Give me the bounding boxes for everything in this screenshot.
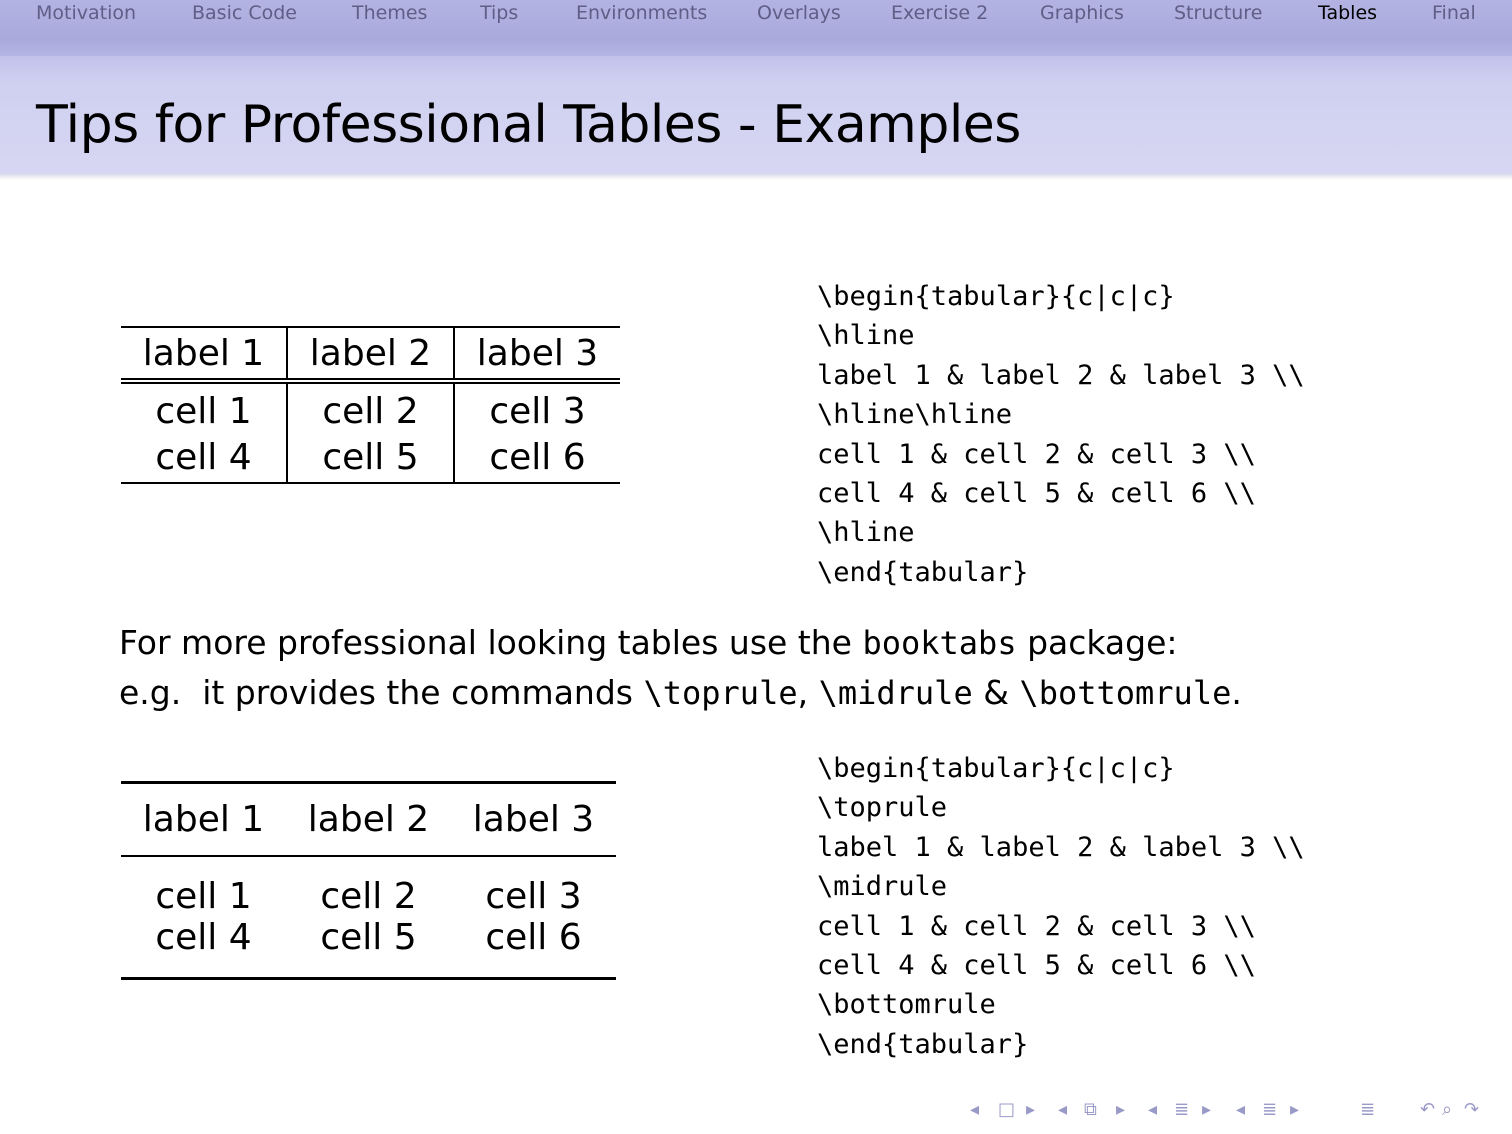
description-text: For more professional looking tables use… [119, 623, 863, 662]
booktabs-table-example: label 1 label 2 label 3 cell 1 cell 2 ce… [121, 781, 616, 980]
table-cell: cell 2 [287, 378, 455, 432]
table-cell: cell 4 [121, 917, 286, 980]
nav-item-graphics[interactable]: Graphics [1040, 2, 1124, 24]
booktabs-description: For more professional looking tables use… [119, 618, 1242, 718]
code-line: \end{tabular} [817, 1028, 1029, 1060]
section-left-arrow-icon[interactable]: ◂ [1236, 1099, 1246, 1120]
frame-title: Tips for Professional Tables - Examples [36, 95, 1021, 155]
booktabs-table-code: \begin{tabular}{c|c|c} \toprule label 1 & … [817, 749, 1305, 1064]
slide-left-arrow-icon[interactable]: ◂ [970, 1099, 980, 1120]
section-right-arrow-icon[interactable]: ▸ [1290, 1099, 1300, 1120]
frame-left-arrow-icon[interactable]: ◂ [1058, 1099, 1068, 1120]
code-line: label 1 & label 2 & label 3 \\ [817, 359, 1305, 391]
nav-item-tips[interactable]: Tips [480, 2, 519, 24]
code-line: cell 1 & cell 2 & cell 3 \\ [817, 438, 1256, 470]
description-text: e.g. it provides the commands [119, 673, 644, 712]
table-header-cell: label 1 [121, 326, 288, 381]
code-line: cell 1 & cell 2 & cell 3 \\ [817, 910, 1256, 942]
code-line: \midrule [817, 871, 948, 903]
subsection-left-arrow-icon[interactable]: ◂ [1148, 1099, 1158, 1120]
table-row: cell 4 cell 5 cell 6 [121, 432, 620, 484]
description-text: & [972, 673, 1020, 712]
frame-icon[interactable]: ⧉ [1084, 1099, 1097, 1120]
command-midrule: \midrule [818, 674, 973, 712]
basic-table-code: \begin{tabular}{c|c|c} \hline label 1 & la… [817, 277, 1305, 592]
code-line: \begin{tabular}{c|c|c} [817, 281, 1175, 312]
nav-item-motivation[interactable]: Motivation [36, 2, 137, 24]
table-cell: cell 3 [485, 876, 582, 917]
table-cell: cell 6 [454, 432, 620, 484]
table-cell: cell 4 [121, 432, 288, 484]
description-line-1: For more professional looking tables use… [119, 618, 1242, 668]
package-name: booktabs [862, 624, 1017, 662]
table-header-cell: label 1 [121, 781, 286, 857]
nav-item-structure[interactable]: Structure [1174, 2, 1263, 24]
code-line: cell 4 & cell 5 & cell 6 \\ [817, 477, 1256, 509]
section-navigation-bar: Motivation Basic Code Themes Tips Enviro… [0, 0, 1512, 56]
table-cell: cell 1 [155, 876, 252, 917]
table-cell: cell 1 [121, 378, 288, 432]
section-icon[interactable]: ≣ [1262, 1099, 1278, 1120]
description-text: . [1231, 673, 1242, 712]
nav-item-overlays[interactable]: Overlays [757, 2, 841, 24]
nav-item-final[interactable]: Final [1432, 2, 1476, 24]
search-back-icon[interactable]: ↶ [1420, 1099, 1436, 1120]
table-row: cell 1 cell 2 cell 3 [121, 378, 620, 432]
code-line: \begin{tabular}{c|c|c} [817, 753, 1175, 784]
table-cell: cell 6 [451, 917, 616, 980]
code-line: \end{tabular} [817, 556, 1029, 588]
basic-table-example: label 1 label 2 label 3 cell 1 cell 2 ce… [121, 326, 620, 484]
frame-title-band: Tips for Professional Tables - Examples [0, 56, 1512, 180]
document-icon[interactable]: ≣ [1360, 1099, 1376, 1120]
code-line: \hline [817, 320, 915, 352]
table-row: cell 4 cell 5 cell 6 [121, 917, 616, 980]
table-cell: cell 5 [286, 917, 451, 980]
code-line: \hline [817, 517, 915, 549]
table-header-row: label 1 label 2 label 3 [121, 326, 620, 381]
nav-item-themes[interactable]: Themes [352, 2, 428, 24]
table-cell: cell 2 [320, 876, 417, 917]
nav-item-exercise-2[interactable]: Exercise 2 [891, 2, 989, 24]
table-header-cell: label 3 [451, 781, 616, 857]
table-header-cell: label 3 [454, 326, 620, 381]
table-header-cell: label 2 [287, 326, 455, 381]
description-line-2: e.g. it provides the commands \toprule, … [119, 668, 1242, 718]
search-forward-icon[interactable]: ↷ [1464, 1099, 1480, 1120]
beamer-navigation-symbols: ◂ □ ▸ ◂ ⧉ ▸ ◂ ≣ ▸ ◂ ≣ ▸ ≣ ↶ ⌕ ↷ [970, 1097, 1500, 1123]
table-header-row: label 1 label 2 label 3 [121, 781, 616, 857]
subsection-icon[interactable]: ≣ [1174, 1099, 1190, 1120]
search-icon[interactable]: ⌕ [1442, 1099, 1453, 1120]
nav-item-basic-code[interactable]: Basic Code [192, 2, 297, 24]
slide-right-arrow-icon[interactable]: ▸ [1026, 1099, 1036, 1120]
nav-item-tables[interactable]: Tables [1318, 2, 1378, 24]
frame-right-arrow-icon[interactable]: ▸ [1116, 1099, 1126, 1120]
table-cell: cell 3 [454, 378, 620, 432]
code-line: label 1 & label 2 & label 3 \\ [817, 831, 1305, 863]
slide-icon[interactable]: □ [998, 1099, 1016, 1120]
code-line: \bottomrule [817, 989, 996, 1021]
code-line: \hline\hline [817, 399, 1013, 431]
command-bottomrule: \bottomrule [1019, 674, 1232, 712]
subsection-right-arrow-icon[interactable]: ▸ [1202, 1099, 1212, 1120]
section-list: Motivation Basic Code Themes Tips Enviro… [0, 0, 1512, 30]
table-header-cell: label 2 [286, 781, 451, 857]
description-text: package: [1016, 623, 1178, 662]
code-line: cell 4 & cell 5 & cell 6 \\ [817, 949, 1256, 981]
code-line: \toprule [817, 792, 948, 824]
nav-item-environments[interactable]: Environments [576, 2, 708, 24]
table-cell: cell 5 [287, 432, 455, 484]
command-toprule: \toprule [643, 674, 798, 712]
table-row: cell 1 cell 2 cell 3 [121, 856, 616, 917]
description-text: , [797, 673, 819, 712]
